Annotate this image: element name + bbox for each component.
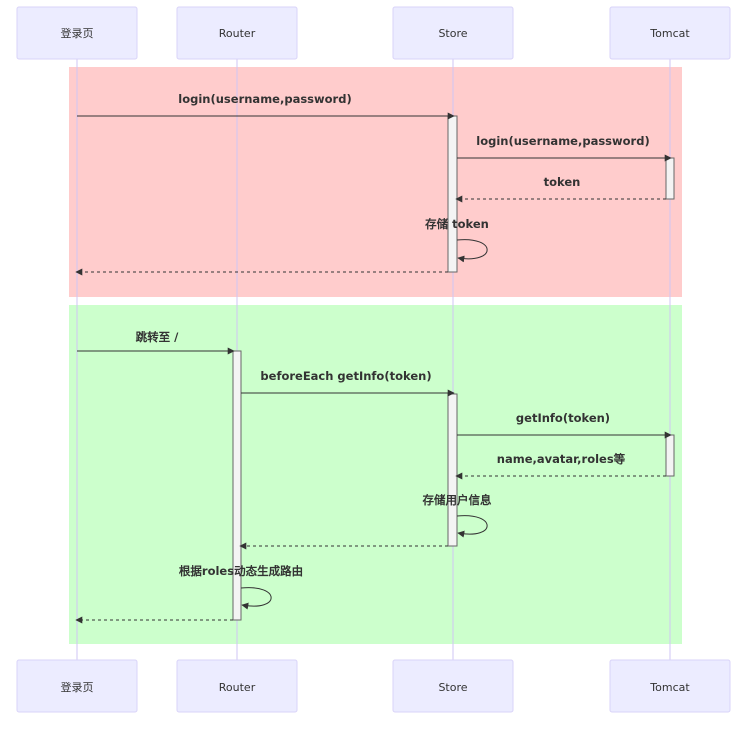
message-label: 跳转至 / [136, 330, 180, 344]
actor-label: Router [219, 681, 256, 694]
message-label: name,avatar,roles等 [497, 452, 626, 466]
region-route-flow [69, 305, 682, 644]
activation-store-info [447, 393, 458, 547]
actor-bottom-router: Router [176, 659, 298, 713]
message-label: beforeEach getInfo(token) [260, 369, 431, 383]
message-label: getInfo(token) [516, 411, 610, 425]
actor-top-login-page: 登录页 [16, 6, 138, 60]
activation-store-login [447, 115, 458, 273]
actor-top-router: Router [176, 6, 298, 60]
self-message-arrow [240, 587, 272, 610]
actor-top-tomcat: Tomcat [609, 6, 731, 60]
actor-top-store: Store [392, 6, 514, 60]
actor-label: Store [438, 27, 467, 40]
message-label: 存储用户信息 [423, 493, 492, 507]
message-label: 根据roles动态生成路由 [179, 564, 303, 578]
message-label: login(username,password) [476, 134, 649, 148]
message-label: login(username,password) [178, 92, 351, 106]
actor-bottom-tomcat: Tomcat [609, 659, 731, 713]
actor-label: Tomcat [649, 681, 690, 694]
activation-tomcat-login [665, 157, 675, 200]
message-label: 存储 token [425, 217, 489, 231]
activation-router [232, 350, 242, 621]
actor-label: Store [438, 681, 467, 694]
actor-bottom-store: Store [392, 659, 514, 713]
message-label: token [544, 175, 581, 189]
self-message-arrow [456, 515, 488, 538]
actor-bottom-login-page: 登录页 [16, 659, 138, 713]
activation-tomcat-info [665, 434, 675, 477]
self-message-arrow [456, 239, 488, 263]
actor-label: Tomcat [649, 27, 690, 40]
actor-label: 登录页 [61, 26, 94, 40]
actor-label: 登录页 [61, 680, 94, 694]
actor-label: Router [219, 27, 256, 40]
region-login-flow [69, 67, 682, 297]
